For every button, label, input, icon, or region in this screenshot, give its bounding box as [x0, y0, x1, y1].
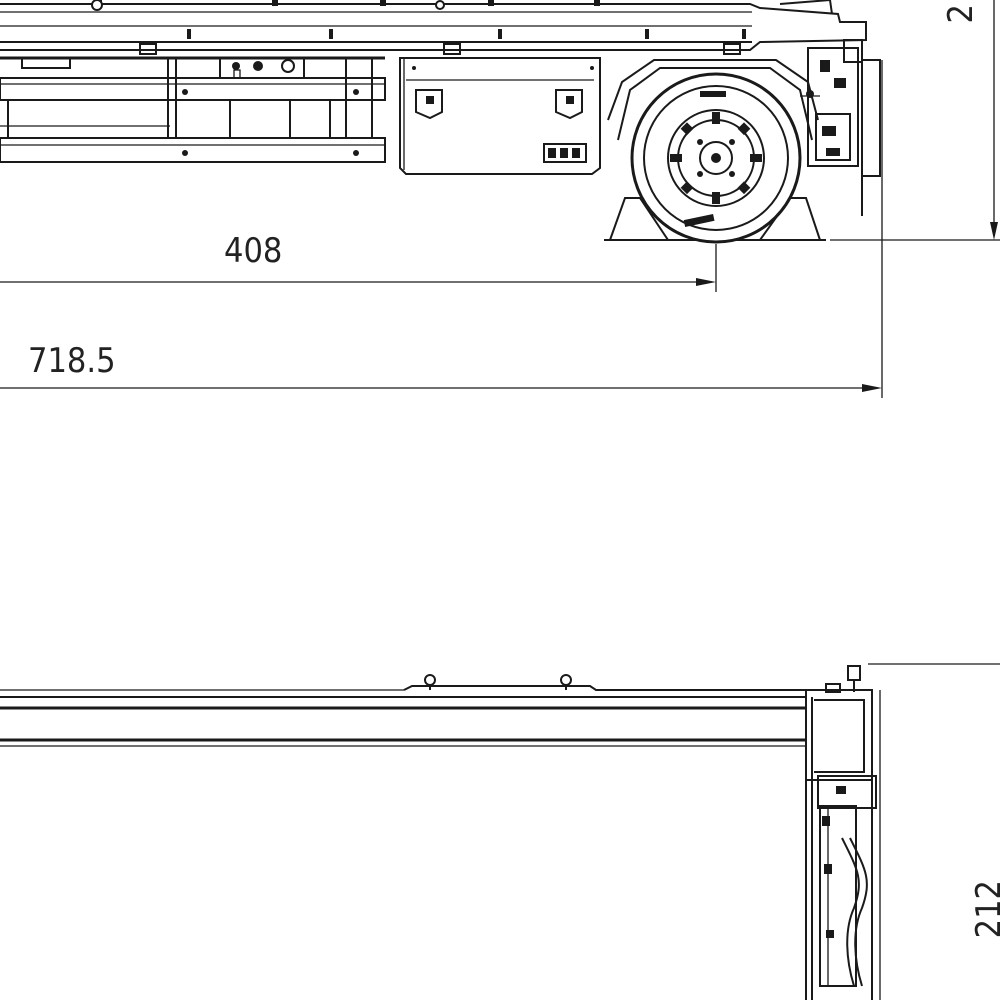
toolbox: [399, 57, 601, 175]
deck-outline-top: [0, 674, 806, 747]
deck-knob: [560, 674, 572, 690]
side-view: 408 718.5 2: [0, 0, 1000, 398]
rear-end-top: [805, 665, 881, 1000]
deck-knob: [424, 674, 436, 690]
rear-light-cluster: [800, 39, 881, 216]
wheel: [630, 72, 802, 244]
dim-overall-length: 718.5: [28, 341, 116, 381]
dimension-lines-side: [0, 0, 1000, 398]
rear-axle-assembly: [604, 39, 881, 244]
dim-axle-distance: 408: [224, 231, 282, 271]
flatbed-deck: [0, 0, 867, 55]
dim-height: 2: [941, 4, 981, 23]
dim-width: 212: [969, 880, 1000, 938]
top-view: 212: [0, 663, 1000, 1000]
chassis-frame: [0, 56, 386, 163]
coupling-knob: [847, 665, 861, 692]
